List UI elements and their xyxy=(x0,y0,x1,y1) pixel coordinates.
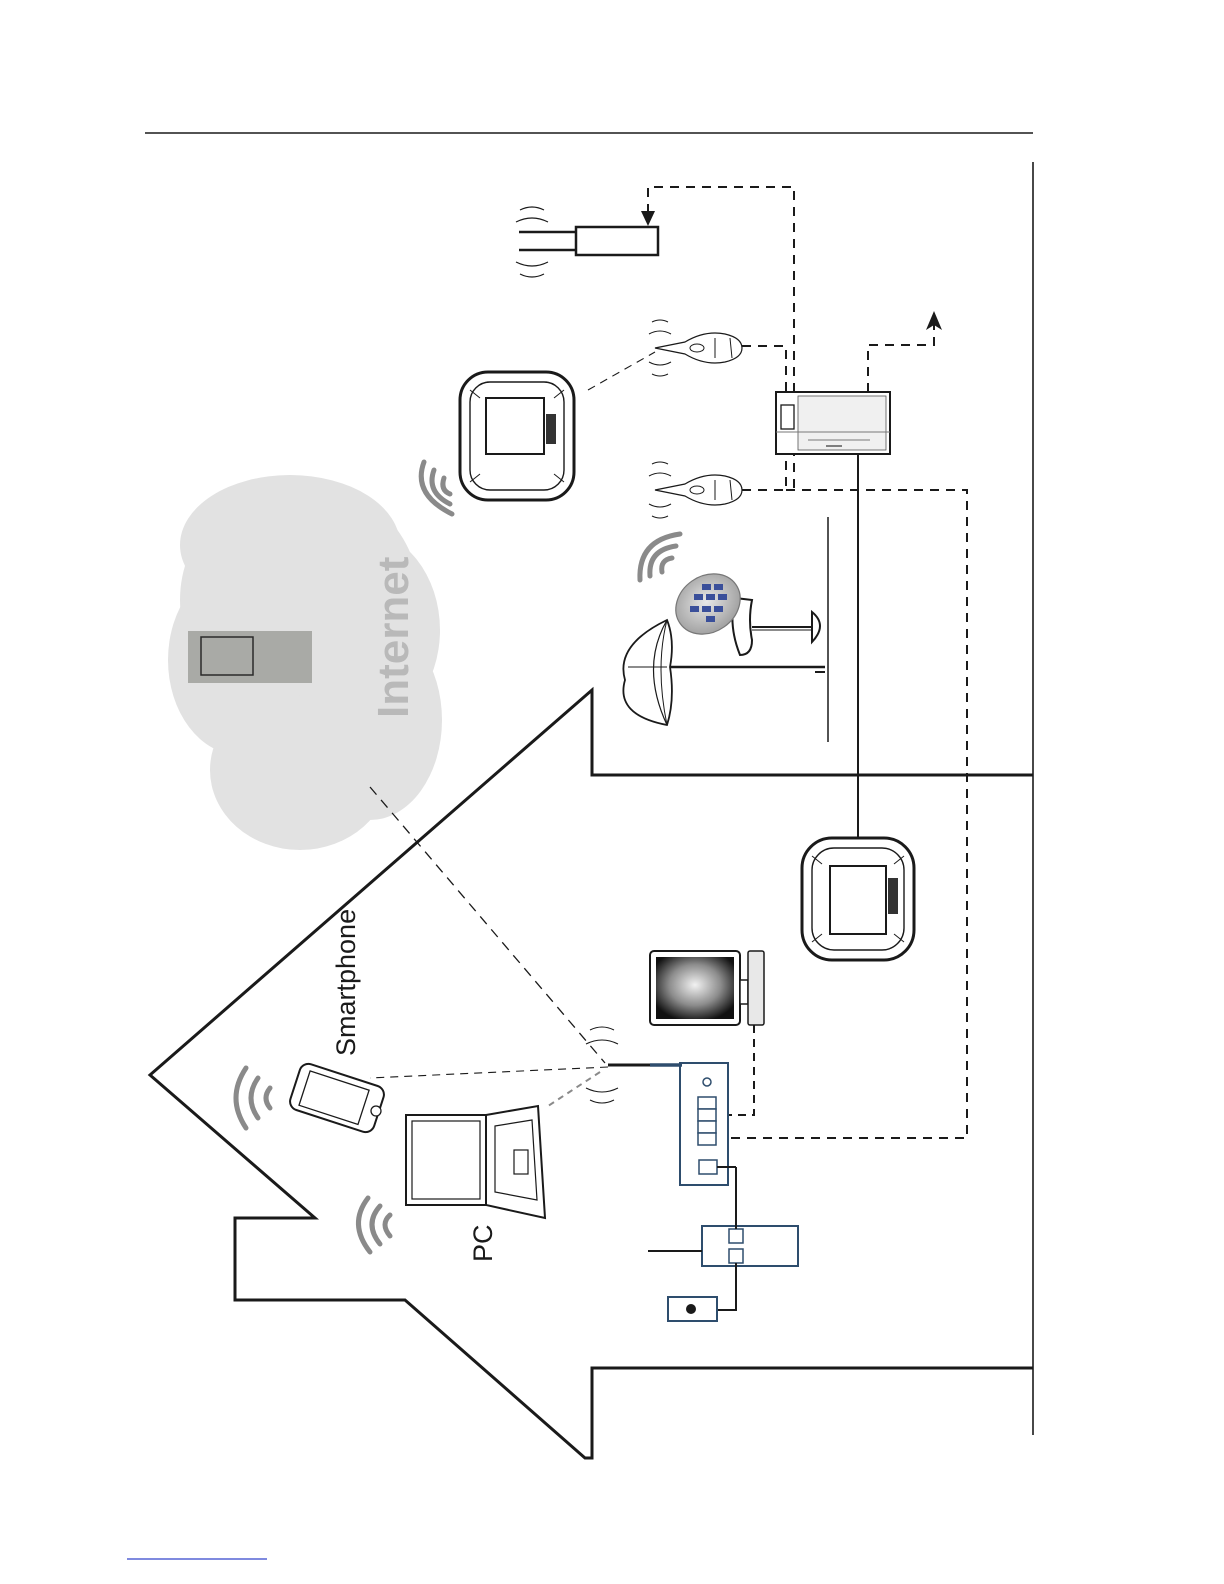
control-panel-icon xyxy=(802,838,914,960)
wifi-icon xyxy=(236,1068,270,1128)
panel-sensor-link xyxy=(588,352,655,390)
glass-icon xyxy=(732,598,820,655)
control-box xyxy=(776,392,890,454)
sensor-cable xyxy=(742,455,786,490)
umbrella-icon xyxy=(623,620,825,725)
wall-socket-icon xyxy=(668,1297,717,1321)
wifi-icon xyxy=(421,462,452,514)
smartphone-icon xyxy=(288,1062,387,1135)
smartphone-label: Smartphone xyxy=(331,909,361,1056)
sensor-cable xyxy=(742,346,786,392)
pc-label: PC xyxy=(468,1224,498,1262)
sensor-icon xyxy=(649,320,742,376)
control-panel-icon xyxy=(460,372,574,500)
monitor-cable xyxy=(728,1025,754,1115)
modem-socket-cable xyxy=(717,1263,736,1310)
smartphone-link xyxy=(370,1067,608,1078)
laptop-icon xyxy=(406,1106,545,1218)
arrow-icon xyxy=(641,211,655,226)
monitor-icon xyxy=(650,951,764,1025)
wifi-icon xyxy=(358,1198,390,1252)
wifi-icon xyxy=(640,534,680,580)
modem-icon xyxy=(702,1226,798,1266)
antenna-icon xyxy=(516,207,658,277)
internet-link xyxy=(370,787,605,1063)
sensor-icon xyxy=(649,462,742,518)
router-cable xyxy=(728,490,967,1138)
antenna-icon xyxy=(586,1027,682,1103)
internet-label: Internet xyxy=(369,556,418,718)
output-cable xyxy=(868,325,934,392)
server-icon xyxy=(188,631,312,683)
